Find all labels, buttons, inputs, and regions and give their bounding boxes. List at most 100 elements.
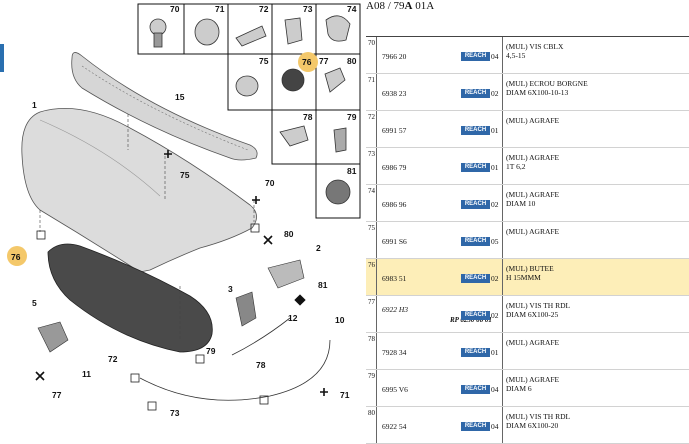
- part-reference[interactable]: 6938 23: [382, 89, 407, 98]
- part-description-line2: 1T 6,2: [506, 162, 526, 171]
- part-quantity: 02: [491, 311, 499, 320]
- reach-badge: REACH: [461, 126, 490, 135]
- part-description-line2: H 15MMM: [506, 273, 541, 282]
- part-description-line2: DIAM 6X100-20: [506, 421, 559, 430]
- part-quantity: 05: [491, 237, 499, 246]
- part-description: (MUL) AGRAFE: [506, 338, 686, 347]
- part-quantity: 01: [491, 348, 499, 357]
- part-reference[interactable]: 6991 S6: [382, 237, 407, 246]
- label-5: 5: [32, 298, 37, 308]
- exploded-parts-diagram: 70 71 72 73 74 75 76 77 80 78 79 81 1 15…: [7, 3, 361, 418]
- reach-badge: REACH: [461, 52, 490, 61]
- label-15: 15: [175, 92, 185, 102]
- part-description-line2: DIAM 6X100-10-13: [506, 88, 569, 97]
- part-number: 76: [368, 261, 375, 269]
- part-number: 73: [368, 150, 375, 158]
- part-quantity: 02: [491, 200, 499, 209]
- label-73: 73: [303, 4, 313, 14]
- part-reference[interactable]: 7966 20: [382, 52, 407, 61]
- reach-badge: REACH: [461, 348, 490, 357]
- label-71: 71: [215, 4, 225, 14]
- seal-strip: [71, 52, 258, 161]
- part-reference[interactable]: 6986 96: [382, 200, 407, 209]
- reach-badge: REACH: [461, 385, 490, 394]
- part-number: 78: [368, 335, 375, 343]
- label-70b: 70: [265, 178, 275, 188]
- insulation-pad: [47, 243, 213, 353]
- reach-badge: REACH: [461, 200, 490, 209]
- label-80: 80: [347, 56, 357, 66]
- label-77: 77: [319, 56, 329, 66]
- part-description-line1: (MUL) AGRAFE: [506, 338, 560, 347]
- label-74: 74: [347, 4, 357, 14]
- replacement-reference: RP 6230 06 01: [450, 316, 492, 324]
- part-quantity: 02: [491, 274, 499, 283]
- reach-badge: REACH: [461, 311, 490, 320]
- label-79b: 79: [206, 346, 216, 356]
- part-number: 79: [368, 372, 375, 380]
- part-description-line2: DIAM 6X100-25: [506, 310, 559, 319]
- part-reference[interactable]: 6983 51: [382, 274, 407, 283]
- part-description-line1: (MUL) AGRAFE: [506, 227, 560, 236]
- label-81b: 81: [318, 280, 328, 290]
- part-reference[interactable]: 6922 H3: [382, 305, 409, 314]
- part-description-line1: (MUL) AGRAFE: [506, 116, 560, 125]
- label-81: 81: [347, 166, 357, 176]
- label-3: 3: [228, 284, 233, 294]
- part-number: 72: [368, 113, 375, 121]
- label-70: 70: [170, 4, 180, 14]
- part-reference[interactable]: 7928 34: [382, 348, 407, 357]
- label-73b: 73: [170, 408, 180, 418]
- part-reference[interactable]: 6986 79: [382, 163, 407, 172]
- latch-assembly: [37, 321, 69, 353]
- part-quantity: 04: [491, 422, 499, 431]
- part-quantity: 01: [491, 163, 499, 172]
- part-reference[interactable]: 6922 54: [382, 422, 407, 431]
- part-description-line1: (MUL) BUTEE: [506, 264, 554, 273]
- label-2: 2: [316, 243, 321, 253]
- part-description: (MUL) AGRAFE: [506, 227, 686, 236]
- part-quantity: 04: [491, 52, 499, 61]
- small-part-sketches: [149, 15, 351, 205]
- reach-badge: REACH: [461, 422, 490, 431]
- label-12: 12: [288, 313, 298, 323]
- part-description-line1: (MUL) VIS CBLX: [506, 42, 564, 51]
- part-number: 75: [368, 224, 375, 232]
- release-cable: [139, 339, 331, 401]
- label-72b: 72: [108, 354, 118, 364]
- reach-badge: REACH: [461, 89, 490, 98]
- part-description-line2: 4,5-15: [506, 51, 526, 60]
- label-79: 79: [347, 112, 357, 122]
- catalog-code: A08 / 79A 01A: [366, 0, 434, 14]
- part-reference[interactable]: 6995 V6: [382, 385, 408, 394]
- label-11: 11: [82, 369, 91, 379]
- reach-badge: REACH: [461, 237, 490, 246]
- part-number: 71: [368, 76, 375, 84]
- part-description-line2: DIAM 10: [506, 199, 536, 208]
- reach-badge: REACH: [461, 274, 490, 283]
- part-description-line1: (MUL) AGRAFE: [506, 153, 560, 162]
- part-reference[interactable]: 6991 57: [382, 126, 407, 135]
- part-description: (MUL) AGRAFE: [506, 116, 686, 125]
- reach-badge: REACH: [461, 163, 490, 172]
- part-quantity: 04: [491, 385, 499, 394]
- label-80b: 80: [284, 229, 294, 239]
- catalog-code-bold: A: [404, 0, 413, 12]
- label-1: 1: [32, 100, 37, 110]
